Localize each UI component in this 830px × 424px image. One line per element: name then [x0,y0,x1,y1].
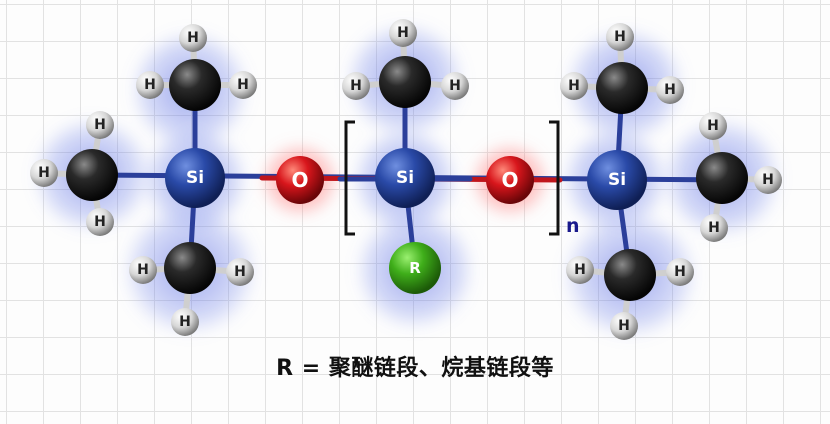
right-bracket [549,120,560,236]
svg-text:H: H [618,318,630,334]
oxygen-atom-right: O [486,156,534,204]
caption: R = 聚醚链段、烷基链段等 [276,356,554,381]
hydrogen-atom: H [610,312,638,340]
hydrogen-atom: H [86,111,114,139]
svg-text:H: H [449,78,461,94]
svg-text:H: H [179,314,191,330]
hydrogen-atom: H [229,71,257,99]
hydrogen-atom: H [666,258,694,286]
hydrogen-atom: H [700,214,728,242]
hydrogen-atom: H [606,23,634,51]
svg-text:Si: Si [396,168,414,188]
carbon-atom [66,149,118,201]
carbon-atoms [66,56,748,301]
svg-text:H: H [350,78,362,94]
svg-text:O: O [291,168,308,192]
silicon-atom-right: Si [587,150,647,210]
svg-text:Si: Si [186,168,204,188]
hydrogen-atom: H [566,256,594,284]
hydrogen-atom: H [179,24,207,52]
svg-text:Si: Si [608,170,626,190]
silicon-atom-middle: Si [375,148,435,208]
svg-text:O: O [501,168,518,192]
svg-text:H: H [614,29,626,45]
svg-text:H: H [568,78,580,94]
oxygen-atoms: O O [276,156,534,204]
hydrogen-atom: H [171,308,199,336]
svg-text:H: H [94,117,106,133]
hydrogen-atom: H [226,258,254,286]
svg-text:H: H [708,220,720,236]
hydrogen-atom: H [560,72,588,100]
hydrogen-atom: H [30,159,58,187]
substituent-r-atom: R [389,242,441,294]
carbon-atom [604,249,656,301]
svg-text:H: H [762,172,774,188]
oxygen-atom-left: O [276,156,324,204]
hydrogen-atom: H [441,72,469,100]
repeat-subscript-n: n [566,215,580,237]
svg-text:H: H [94,214,106,230]
hydrogen-atom: H [136,71,164,99]
hydrogen-atom: H [389,19,417,47]
silicon-atom-left: Si [165,148,225,208]
hydrogen-atom: H [342,72,370,100]
hydrogen-atom: H [86,208,114,236]
svg-text:H: H [137,262,149,278]
hydrogen-atom: H [656,76,684,104]
carbon-atom [596,62,648,114]
carbon-atom [379,56,431,108]
svg-text:H: H [234,264,246,280]
svg-text:H: H [187,30,199,46]
svg-text:R: R [409,259,421,277]
hydrogen-atom: H [129,256,157,284]
repeat-bracket [344,120,560,236]
hydrogen-atom: H [699,112,727,140]
silicon-atoms: Si Si Si [165,148,647,210]
svg-text:H: H [674,264,686,280]
left-bracket [344,120,355,236]
svg-text:H: H [664,82,676,98]
svg-text:H: H [237,77,249,93]
svg-text:H: H [707,118,719,134]
hydrogen-atom: H [754,166,782,194]
svg-text:H: H [397,25,409,41]
carbon-atom [696,152,748,204]
hydrogen-atoms: H H H H H H H H H H H H H H H H H H H H … [30,19,782,340]
svg-text:H: H [574,262,586,278]
svg-text:H: H [144,77,156,93]
carbon-atom [164,242,216,294]
svg-text:H: H [38,165,50,181]
carbon-atom [169,59,221,111]
